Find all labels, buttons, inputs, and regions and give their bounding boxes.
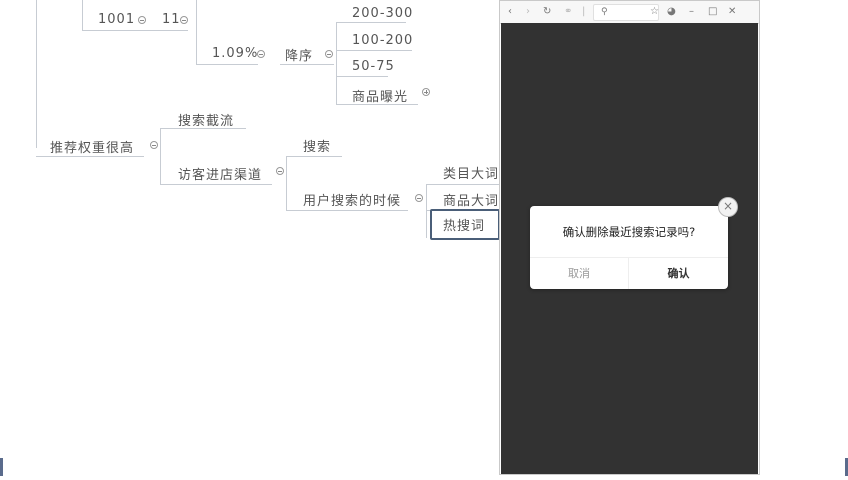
node-1001[interactable]: 1001	[98, 12, 136, 27]
connector	[196, 0, 197, 64]
globe-icon[interactable]: ◕	[667, 6, 676, 17]
forward-icon[interactable]: ›	[526, 6, 530, 17]
connector	[286, 156, 342, 157]
connector	[336, 76, 388, 77]
node-product-exposure[interactable]: 商品曝光	[352, 90, 409, 105]
connector	[286, 156, 287, 210]
node-category-word[interactable]: 类目大词	[443, 167, 500, 182]
node-sort-desc[interactable]: 降序	[285, 49, 314, 64]
connector	[336, 22, 406, 23]
node-recommend-weight[interactable]: 推荐权重很高	[50, 141, 135, 156]
link-icon[interactable]: ⚭	[564, 6, 573, 17]
dialog-close-button[interactable]: ×	[718, 197, 738, 217]
close-icon[interactable]: ✕	[728, 6, 737, 17]
connector	[36, 156, 144, 157]
back-icon[interactable]: ‹	[508, 6, 512, 17]
node-search[interactable]: 搜索	[303, 140, 332, 155]
confirm-button[interactable]: 确认	[667, 267, 690, 280]
node-range-50-75[interactable]: 50-75	[352, 59, 395, 74]
address-bar[interactable]: ⚲	[593, 4, 659, 21]
node-range-200-300[interactable]: 200-300	[352, 6, 414, 21]
search-icon: ⚲	[601, 7, 608, 17]
collapse-icon[interactable]	[150, 141, 158, 149]
connector	[336, 104, 418, 105]
connector	[336, 50, 412, 51]
connector	[426, 184, 500, 185]
node-product-word[interactable]: 商品大词	[443, 194, 500, 209]
minimize-icon[interactable]: –	[689, 6, 694, 17]
expand-icon[interactable]	[422, 88, 430, 96]
connector	[336, 22, 337, 104]
collapse-icon[interactable]	[180, 16, 188, 24]
dialog-message: 确认删除最近搜索记录吗?	[562, 225, 696, 239]
divider-icon: |	[582, 6, 586, 17]
window-corner-marker	[0, 458, 3, 476]
node-percent[interactable]: 1.09%	[212, 46, 259, 61]
restore-icon[interactable]: □	[708, 6, 718, 17]
browser-toolbar: ‹ › ↻ ⚭ | ⚲ ☆ ◕ – □ ✕	[500, 1, 759, 24]
node-range-100-200[interactable]: 100-200	[352, 33, 414, 48]
node-search-intercept[interactable]: 搜索截流	[178, 114, 235, 129]
node-visitor-channel[interactable]: 访客进店渠道	[178, 168, 263, 183]
confirm-dialog: 确认删除最近搜索记录吗? 取消 确认	[530, 206, 728, 289]
collapse-icon[interactable]	[138, 16, 146, 24]
node-11[interactable]: 11	[162, 12, 181, 27]
collapse-icon[interactable]	[325, 50, 333, 58]
connector	[82, 0, 83, 30]
connector	[196, 64, 258, 65]
star-icon[interactable]: ☆	[650, 6, 659, 17]
connector	[286, 210, 408, 211]
connector	[160, 184, 272, 185]
dialog-divider	[530, 257, 728, 258]
connector	[280, 64, 334, 65]
connector	[160, 128, 246, 129]
collapse-icon[interactable]	[415, 194, 423, 202]
collapse-icon[interactable]	[257, 50, 265, 58]
cancel-button[interactable]: 取消	[568, 267, 590, 280]
node-hot-search-word[interactable]: 热搜词	[443, 219, 486, 234]
connector	[426, 184, 427, 238]
dialog-button-divider	[628, 258, 629, 289]
connector	[36, 0, 37, 148]
collapse-icon[interactable]	[276, 167, 284, 175]
connector	[82, 30, 188, 31]
node-user-searching[interactable]: 用户搜索的时候	[303, 194, 402, 209]
connector	[160, 128, 161, 184]
refresh-icon[interactable]: ↻	[543, 6, 552, 17]
window-corner-marker	[845, 458, 848, 476]
